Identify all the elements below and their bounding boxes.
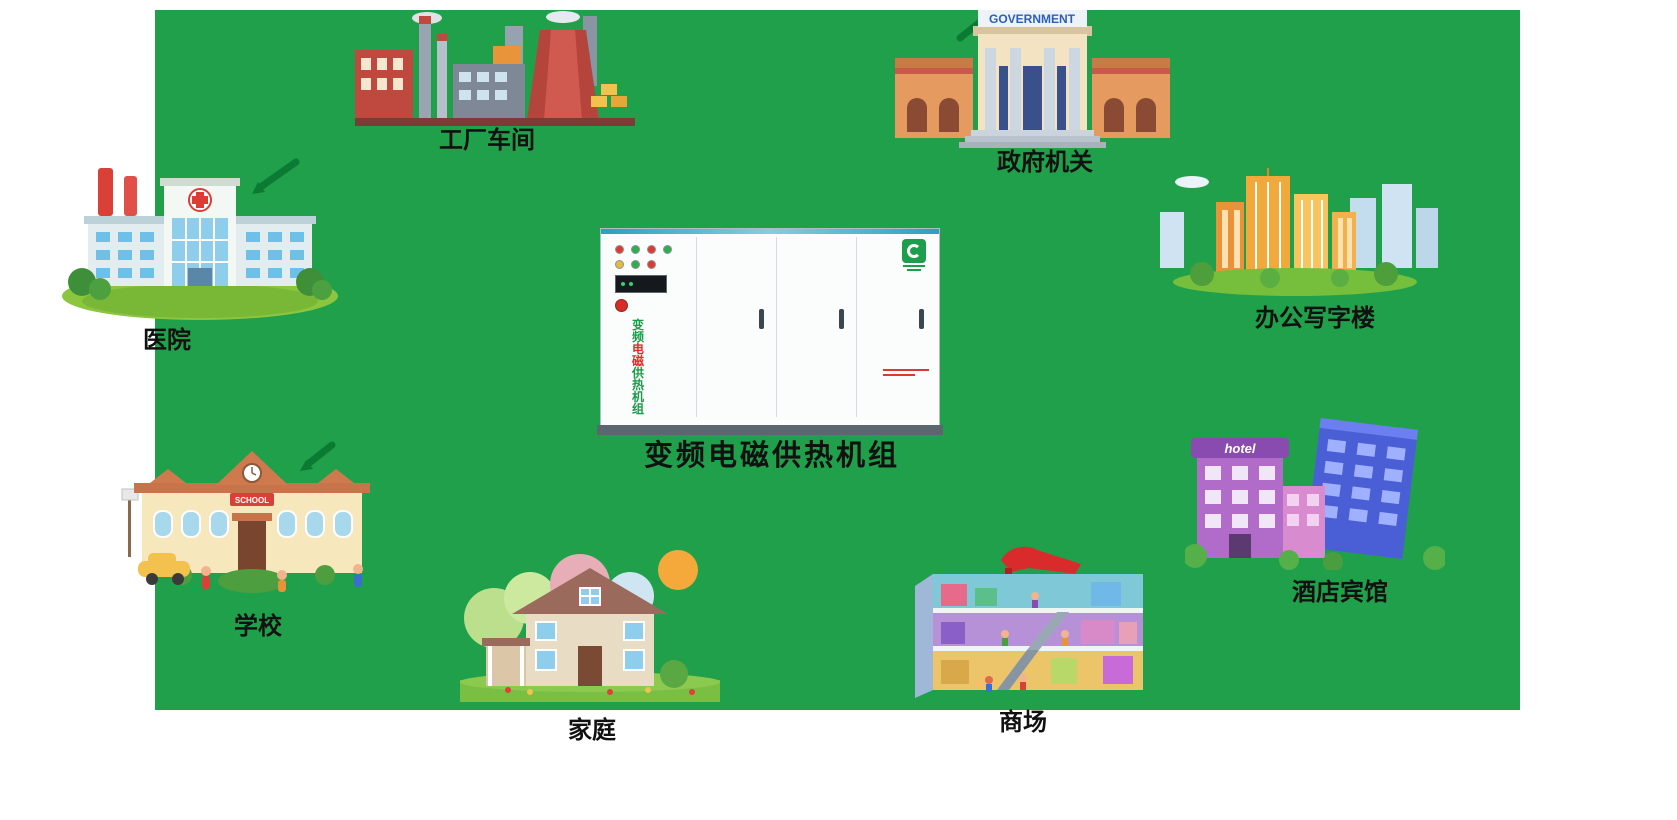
cabinet-door-seam <box>856 237 857 417</box>
hospital-label: 医院 <box>143 327 191 354</box>
led-indicator <box>647 245 656 254</box>
led-indicator <box>663 245 672 254</box>
house-illustration <box>460 550 720 702</box>
connector-arrow-school <box>300 441 336 471</box>
vertical-char: 热 <box>631 378 644 392</box>
led-indicator <box>631 260 640 269</box>
hotel-label: 酒店宾馆 <box>1292 579 1388 606</box>
vertical-char: 磁 <box>631 354 644 368</box>
office-illustration <box>1160 168 1438 296</box>
door-handle <box>759 309 764 329</box>
vertical-char: 组 <box>631 402 644 416</box>
vertical-char: 频 <box>631 330 644 344</box>
house-node: 家庭 <box>460 548 720 744</box>
hospital-illustration <box>62 168 338 320</box>
house-label: 家庭 <box>568 717 616 744</box>
school-illustration: SCHOOL <box>121 451 370 593</box>
brand-logo-mark <box>902 239 926 263</box>
office-label: 办公写字楼 <box>1255 305 1375 332</box>
factory-label: 工厂车间 <box>439 127 535 154</box>
hotel-illustration: hotel <box>1185 417 1445 570</box>
led-indicator <box>647 260 656 269</box>
government-sign-text: GOVERNMENT <box>989 12 1076 26</box>
led-indicator <box>615 245 624 254</box>
screen-dot <box>629 282 633 286</box>
factory-node: 工厂车间 <box>355 8 635 154</box>
factory-illustration <box>355 11 635 126</box>
door-handle <box>919 309 924 329</box>
government-node: GOVERNMENT 政府机关 <box>895 8 1170 176</box>
hotel-node: hotel 酒店宾馆 <box>1185 416 1445 606</box>
screen-dot <box>621 282 625 286</box>
led-indicator <box>615 260 624 269</box>
vertical-char: 供 <box>631 366 644 380</box>
power-button <box>615 299 628 312</box>
office-node: 办公写字楼 <box>1150 168 1445 332</box>
cabinet-door-seam <box>696 237 697 417</box>
vertical-char: 电 <box>631 342 644 356</box>
display-screen <box>615 275 667 293</box>
government-illustration: GOVERNMENT <box>895 10 1170 148</box>
cabinet-vertical-label: 变 频 电 磁 供 热 机 组 <box>629 319 647 415</box>
indicator-lights <box>615 260 687 269</box>
door-handle <box>839 309 844 329</box>
company-info-marks <box>883 369 929 379</box>
brand-logo <box>899 239 929 271</box>
indicator-lights <box>615 245 687 254</box>
hotel-sign-text: hotel <box>1224 441 1255 456</box>
school-label: 学校 <box>234 613 282 640</box>
control-panel <box>615 245 687 319</box>
led-indicator <box>631 245 640 254</box>
school-sign-text: SCHOOL <box>235 496 269 505</box>
cabinet-top-strip <box>601 229 939 234</box>
vertical-char: 机 <box>631 390 644 404</box>
connector-arrow-hospital <box>252 158 300 194</box>
cabinet-base <box>597 425 943 435</box>
government-label: 政府机关 <box>997 149 1093 176</box>
brand-logo-text-line <box>903 265 925 267</box>
hospital-node: 医院 <box>60 162 340 354</box>
cabinet-door-seam <box>776 237 777 417</box>
mall-label: 商场 <box>999 709 1047 736</box>
mall-node: 商场 <box>905 538 1155 736</box>
center-unit-label: 变频电磁供热机组 <box>643 440 901 472</box>
mall-illustration <box>915 546 1143 698</box>
brand-logo-text-line <box>907 269 921 271</box>
school-node: SCHOOL 学校 <box>120 443 385 640</box>
heating-unit-cabinet: 变 频 电 磁 供 热 机 组 <box>597 228 943 435</box>
vertical-char: 变 <box>631 318 644 332</box>
